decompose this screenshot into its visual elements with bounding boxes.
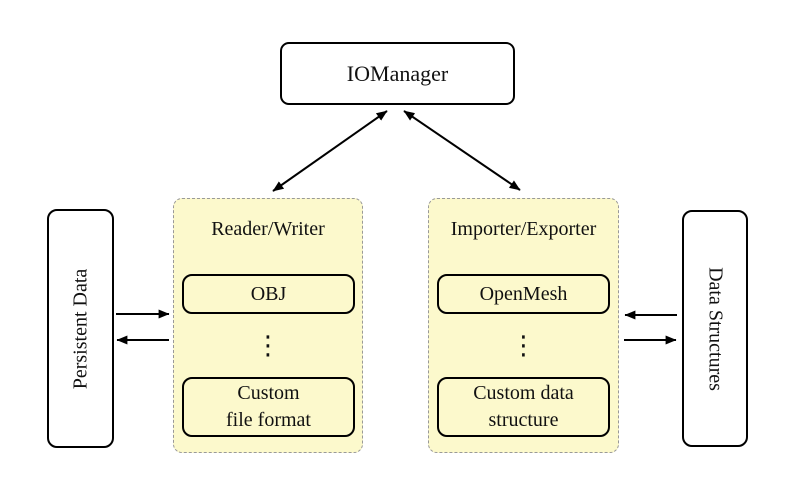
node-custom-data-structure-label: Custom data structure bbox=[473, 382, 574, 431]
node-custom-file-format: Custom file format bbox=[182, 377, 355, 437]
node-custom-data-structure: Custom data structure bbox=[437, 377, 610, 437]
arrow-iomanager-importerexporter bbox=[403, 110, 521, 191]
node-data-structures: Data Structures bbox=[682, 210, 748, 447]
node-iomanager-label: IOManager bbox=[346, 60, 449, 86]
node-openmesh: OpenMesh bbox=[437, 274, 610, 314]
arrow-iomanager-readerwriter bbox=[272, 110, 388, 192]
node-data-structures-label: Data Structures bbox=[704, 266, 727, 391]
node-iomanager: IOManager bbox=[280, 42, 515, 105]
group-reader-writer: Reader/Writer OBJ ⋮ Custom file format bbox=[173, 198, 363, 453]
node-persistent-data-label: Persistent Data bbox=[69, 268, 91, 389]
vertical-ellipsis-icon: ⋮ bbox=[510, 331, 537, 361]
node-custom-file-format-label: Custom file format bbox=[226, 382, 311, 431]
group-importer-exporter: Importer/Exporter OpenMesh ⋮ Custom data… bbox=[428, 198, 619, 453]
node-openmesh-label: OpenMesh bbox=[479, 282, 568, 305]
group-importer-exporter-title: Importer/Exporter bbox=[450, 218, 597, 240]
vertical-ellipsis-icon: ⋮ bbox=[255, 331, 281, 361]
node-obj: OBJ bbox=[182, 274, 355, 314]
node-persistent-data: Persistent Data bbox=[47, 209, 114, 448]
group-reader-writer-title: Reader/Writer bbox=[211, 218, 325, 240]
node-obj-label: OBJ bbox=[250, 282, 287, 305]
